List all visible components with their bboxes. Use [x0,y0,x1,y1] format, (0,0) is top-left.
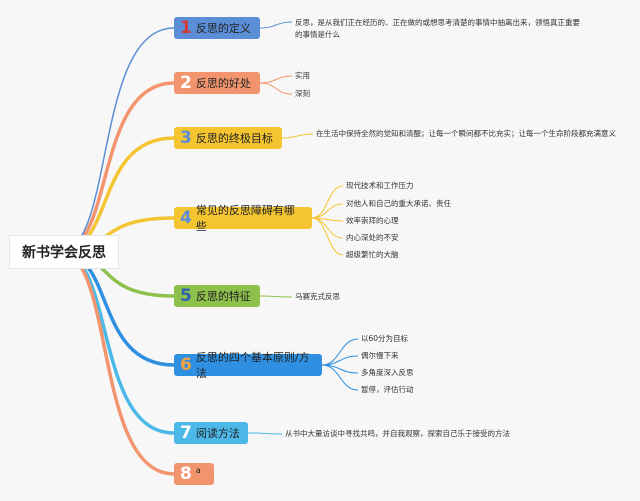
leaf-1-1: 反思，是从我们正在经历的、正在做的或想思考清楚的事情中抽离出来，领悟真正重要的事… [295,18,580,39]
leaf-3-1-connector [281,133,314,139]
branch-1-label: 反思的定义 [195,22,251,35]
branch-4-node[interactable]: 4 常见的反思障碍有哪些 [174,204,312,233]
leaf-4-1-connector [311,185,344,219]
branch-7-node[interactable]: 7 阅读方法 [174,422,248,444]
branch-5-node[interactable]: 5 反思的特征 [174,285,260,307]
leaf-4-2: 对他人和自己的重大承诺、责任 [346,199,451,208]
branch-6-node[interactable]: 6 反思的四个基本原则/方法 [174,351,322,380]
branch-5-number: 5 [180,286,192,306]
leaf-4-5-connector [311,217,344,256]
branch-4-number: 4 [180,208,192,228]
leaf-6-1-connector [321,338,359,366]
branch-2-node[interactable]: 2 反思的好处 [174,72,260,94]
branch-4-label: 常见的反思障碍有哪些 [195,204,295,233]
branch-8-node[interactable]: 8 a [174,463,214,485]
branch-2-label: 反思的好处 [195,77,251,90]
leaf-6-1: 以60分为目标 [361,334,409,343]
branch-2-number: 2 [180,73,192,93]
root-topic[interactable]: 新书学会反思 [10,236,118,268]
branch-3-connector [59,136,175,254]
leaf-4-5: 超级繁忙的大脑 [346,250,399,259]
branch-6-label: 反思的四个基本原则/方法 [195,351,310,380]
leaf-6-4: 暂停，评估行动 [361,385,414,394]
leaf-4-2-connector [311,203,344,219]
root-topic-label: 新书学会反思 [22,245,106,261]
leaf-4-3: 效率崇拜的心理 [346,216,399,225]
leaf-7-1-connector [247,432,283,435]
leaf-2-2-connector [259,82,293,95]
branch-2-connector [59,81,175,254]
leaf-2-2: 深刻 [295,89,310,98]
leaf-5-1-connector [259,295,293,298]
leaf-4-4: 内心深处的不安 [346,233,399,242]
leaf-2-1: 实用 [295,71,310,80]
branch-6-number: 6 [180,355,192,375]
branch-8-label: a [195,465,201,475]
branch-3-number: 3 [180,128,192,148]
branch-7-number: 7 [180,423,192,443]
branch-3-node[interactable]: 3 反思的终极目标 [174,127,282,149]
branch-6-connector [59,250,175,367]
branch-8-number: 8 [180,464,192,484]
branch-1-number: 1 [180,18,192,38]
leaf-1-1-connector [259,21,293,29]
leaf-3-1: 在生活中保持全然的觉知和清醒；让每一个瞬间都不比充实；让每一个生命阶段都充满意义 [316,129,616,138]
leaf-7-1: 从书中大量访谈中寻找共鸣，并自我观察，探索自己乐于接受的方法 [285,429,510,438]
leaf-4-1: 现代技术和工作压力 [346,181,414,190]
leaf-6-3: 多角度深入反思 [361,368,414,377]
leaf-2-1-connector [259,75,293,84]
branch-3-label: 反思的终极目标 [195,132,273,145]
branch-5-label: 反思的特征 [195,290,251,303]
leaf-6-4-connector [321,364,359,391]
branch-7-label: 阅读方法 [195,427,240,440]
leaf-6-2: 偶尔慢下来 [361,351,399,360]
branch-1-node[interactable]: 1 反思的定义 [174,17,260,39]
leaf-5-1: 马赛克式反思 [295,292,340,301]
